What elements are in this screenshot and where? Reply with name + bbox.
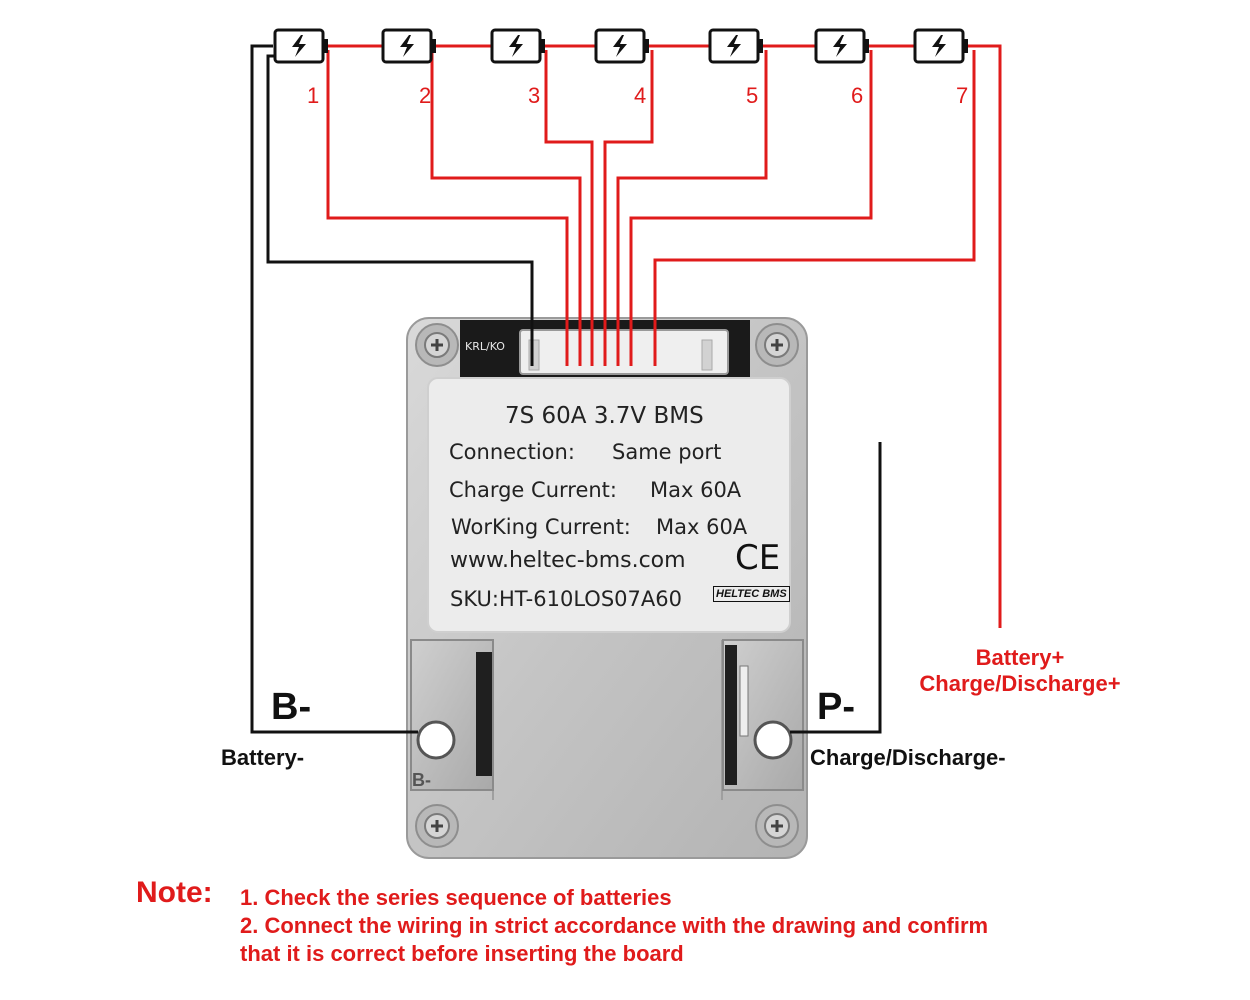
note-line-1: 1. Check the series sequence of batterie… (240, 885, 672, 910)
b-minus-label: B- (271, 686, 312, 728)
cell-number: 2 (419, 83, 432, 108)
screw-icon (754, 803, 800, 849)
p-minus-hole (753, 720, 793, 760)
balance-connector (519, 329, 729, 375)
b-minus-pad (410, 639, 494, 791)
battery-minus-label: Battery- (221, 745, 305, 770)
charge-discharge-minus-label: Charge/Discharge- (810, 745, 1006, 770)
sticker-charge-label: Charge Current: (449, 478, 617, 502)
battery-plus-block: Battery+ Charge/Discharge+ (895, 645, 1145, 697)
sticker-sku: SKU:HT-610LOS07A60 (450, 587, 682, 611)
battery-bolt-icon (594, 28, 651, 64)
cell-number: 5 (746, 83, 759, 108)
sticker-working-value: Max 60A (656, 515, 748, 539)
battery-bolt-icon (708, 28, 765, 64)
cell-number: 6 (851, 83, 864, 108)
bms-board (406, 317, 808, 859)
p-minus-label: P- (817, 686, 855, 728)
sticker-title: 7S 60A 3.7V BMS (505, 403, 704, 429)
note-line-2: 2. Connect the wiring in strict accordan… (240, 913, 989, 938)
cell-number: 4 (634, 83, 647, 108)
board-sticker (427, 377, 791, 633)
sticker-connection-label: Connection: (449, 440, 575, 464)
p-minus-pad (722, 639, 804, 791)
screw-icon (414, 322, 460, 368)
sticker-working-label: WorKing Current: (451, 515, 631, 539)
cell-number: 3 (528, 83, 541, 108)
battery-bolt-icon (814, 28, 871, 64)
battery-plus-label: Battery+ (975, 645, 1065, 670)
cell-number: 1 (307, 83, 320, 108)
connector-pins (528, 339, 713, 371)
screw-icon (414, 803, 460, 849)
pad-marking: B- (412, 770, 431, 790)
charge-discharge-plus-label: Charge/Discharge+ (919, 671, 1121, 696)
battery-bolt-icon (913, 28, 970, 64)
sticker-website: www.heltec-bms.com (450, 548, 686, 573)
note-title: Note: (136, 876, 213, 909)
sticker-connection-value: Same port (612, 440, 722, 464)
b-minus-hole (416, 720, 456, 760)
battery-bolt-icon (490, 28, 547, 64)
battery-bolt-icon (381, 28, 438, 64)
connector-marking: KRL/KO (465, 340, 505, 353)
screw-icon (754, 322, 800, 368)
note-line-3: that it is correct before inserting the … (240, 941, 684, 966)
battery-bolt-icon (273, 28, 330, 64)
brand-logo: HELTEC BMS (713, 586, 790, 602)
sticker-charge-value: Max 60A (650, 478, 742, 502)
ce-mark: CE (735, 538, 781, 578)
cell-number: 7 (956, 83, 969, 108)
red-wires (325, 44, 1002, 628)
